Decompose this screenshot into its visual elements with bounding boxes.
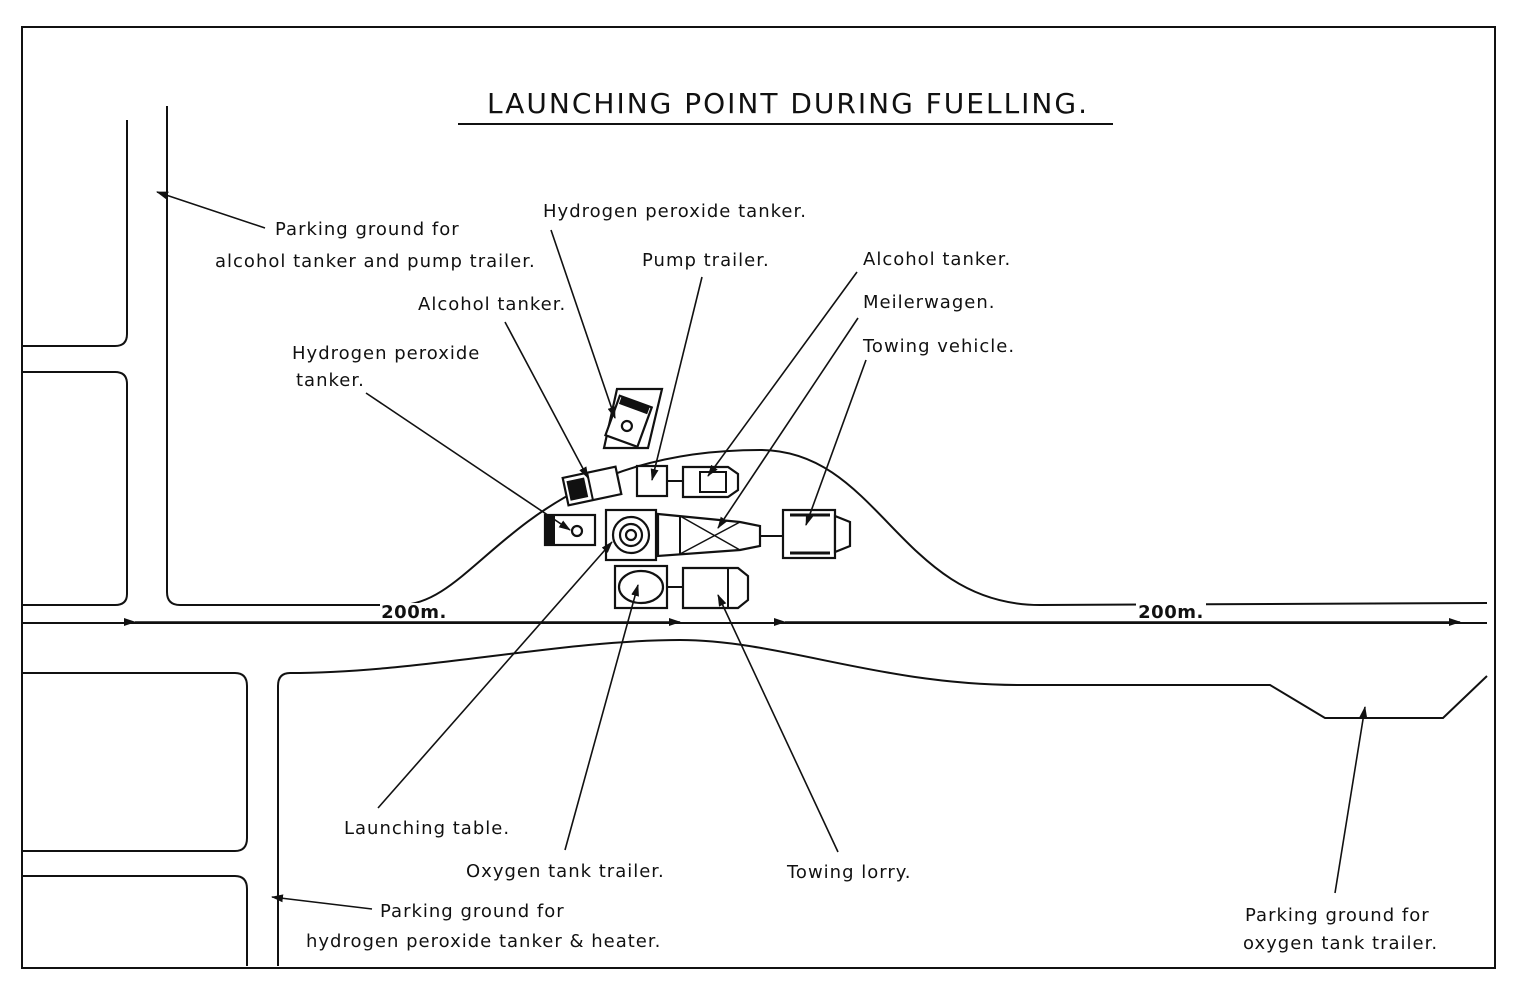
- alcohol-tanker-right: [681, 465, 740, 499]
- leader-alcohol-right: [707, 271, 858, 477]
- leader-oxygen-trailer: [564, 584, 639, 851]
- label-meilerwagen: Meilerwagen.: [863, 292, 995, 313]
- leader-meilerwagen: [717, 317, 859, 529]
- alcohol-tanker-left: [561, 465, 623, 507]
- label-towing-vehicle: Towing vehicle.: [862, 336, 1015, 357]
- towing-lorry: [681, 566, 750, 610]
- label-parking-h2o2-line1: Parking ground for: [380, 901, 565, 922]
- label-towing-lorry: Towing lorry.: [786, 862, 912, 883]
- leader-parking-alcohol: [156, 191, 266, 229]
- road-upper-edge: [166, 106, 1488, 607]
- leader-parking-oxygen: [1334, 706, 1368, 894]
- label-parking-alcohol-line1: Parking ground for: [275, 219, 460, 240]
- leader-alcohol-left: [504, 321, 589, 479]
- leader-launching-table: [377, 541, 613, 809]
- label-alcohol-tanker-left: Alcohol tanker.: [418, 294, 566, 315]
- road-lower-vertical: [277, 672, 291, 966]
- labels: Parking ground for alcohol tanker and pu…: [215, 201, 1438, 954]
- h2o2-tanker-left: [543, 513, 597, 547]
- label-h2o2-tanker-left-line2: tanker.: [296, 370, 365, 391]
- label-alcohol-tanker-right: Alcohol tanker.: [863, 249, 1011, 270]
- block-left-mid: [22, 371, 128, 606]
- block-bottom-left-2: [22, 875, 248, 966]
- block-top-left: [22, 120, 128, 347]
- road-lower-edge: [289, 638, 1488, 719]
- label-parking-alcohol-line2: alcohol tanker and pump trailer.: [215, 251, 536, 272]
- towing-vehicle: [781, 508, 852, 560]
- leader-towing-lorry: [717, 594, 839, 853]
- leader-parking-h2o2: [271, 894, 373, 910]
- distance-label-bg-right: [1136, 603, 1206, 621]
- leader-h2o2-top: [550, 229, 616, 419]
- label-h2o2-tanker-top: Hydrogen peroxide tanker.: [543, 201, 807, 222]
- label-launching-table: Launching table.: [344, 818, 510, 839]
- label-h2o2-tanker-left-line1: Hydrogen peroxide: [292, 343, 480, 364]
- leader-towing-vehicle: [805, 359, 867, 526]
- pump-trailer: [635, 464, 669, 498]
- label-pump-trailer: Pump trailer.: [642, 250, 770, 271]
- distance-label-right: 200m.: [1138, 602, 1204, 623]
- label-parking-h2o2-line2: hydrogen peroxide tanker & heater.: [306, 931, 661, 952]
- diagram-frame: [21, 26, 1496, 969]
- label-parking-oxygen-line2: oxygen tank trailer.: [1243, 933, 1438, 954]
- oxygen-tank-trailer: [613, 564, 683, 610]
- label-oxygen-tank-trailer: Oxygen tank trailer.: [466, 861, 665, 882]
- leader-lines: [156, 191, 1368, 910]
- h2o2-tanker-top: [604, 394, 654, 449]
- distance-label-bg-left: [380, 603, 450, 621]
- vehicle-group: [543, 387, 852, 610]
- leader-h2o2-left: [365, 392, 571, 531]
- meilerwagen: [656, 512, 783, 558]
- diagram-title: LAUNCHING POINT DURING FUELLING.: [487, 87, 1089, 120]
- label-parking-oxygen-line1: Parking ground for: [1245, 905, 1430, 926]
- leader-pump-trailer: [650, 276, 703, 481]
- launching-table: [604, 508, 658, 562]
- distance-label-left: 200m.: [381, 602, 447, 623]
- block-bottom-left-1: [22, 672, 248, 852]
